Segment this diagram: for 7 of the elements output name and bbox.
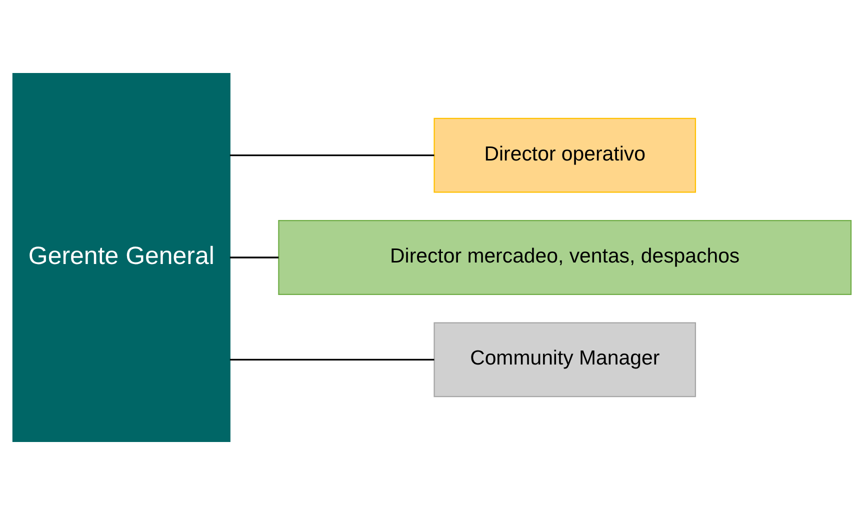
connector [230,256,279,258]
node-box: Gerente General [12,72,230,442]
connector [230,154,434,156]
node-box: Director mercadeo, ventas, despachos [278,220,852,294]
node-box: Director operativo [434,117,696,192]
node-box: Community Manager [434,322,696,397]
connector [230,358,434,360]
